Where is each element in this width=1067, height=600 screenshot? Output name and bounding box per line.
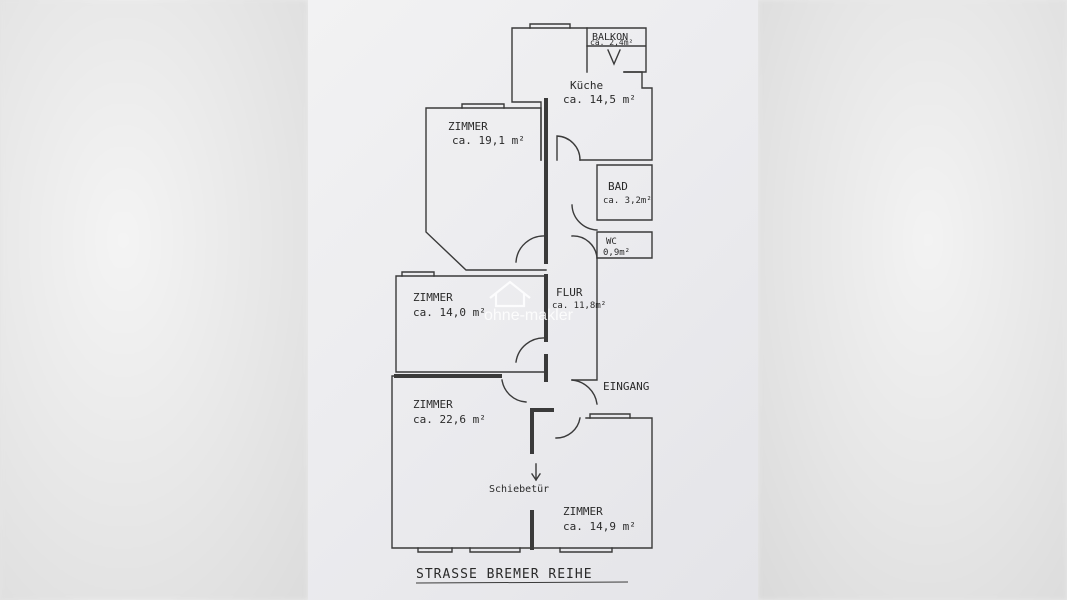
wall-bad [596, 164, 653, 221]
zimmer3-area: ca. 22,6 m² [413, 413, 486, 426]
eingang-label: EINGANG [603, 380, 649, 393]
door-arc-bad [571, 204, 598, 231]
paper-sheet [308, 0, 758, 600]
window-kitchen [529, 23, 571, 29]
wall-balcony [586, 27, 647, 73]
door-arc-zimmer14 [515, 337, 547, 363]
kueche-area: ca. 14,5 m² [563, 93, 636, 106]
flur-area: ca. 11,8m² [552, 301, 606, 311]
door-arc-zimmer19 [515, 235, 547, 263]
zimmer1-title: ZIMMER [448, 120, 488, 133]
watermark: ohne-makler [484, 280, 574, 324]
wall-zimmer-15 [531, 417, 653, 549]
balkon-area: ca. 2,4m² [590, 38, 633, 47]
sliding-door-arrow [531, 463, 541, 482]
zimmer4-title: ZIMMER [563, 505, 603, 518]
bad-area: ca. 3,2m² [603, 196, 652, 206]
window-zimmer-19 [461, 103, 505, 109]
zimmer3-title: ZIMMER [413, 398, 453, 411]
window-zimmer-15 [589, 413, 631, 419]
schiebetuer-label: Schiebetür [489, 484, 549, 495]
door-arc-eingang [571, 379, 598, 405]
balcony-door [607, 49, 621, 66]
watermark-text: ohne-makler [484, 307, 574, 324]
door-arc-kitchen [556, 135, 581, 161]
blurred-background-right [758, 0, 1067, 600]
window-bottom [417, 547, 613, 553]
bad-title: BAD [608, 180, 628, 193]
wall-zimmer-19 [425, 107, 547, 271]
street-underline [415, 581, 629, 584]
door-arc-wc [571, 235, 598, 259]
house-icon [489, 280, 531, 308]
zimmer2-title: ZIMMER [413, 291, 453, 304]
zimmer1-area: ca. 19,1 m² [452, 134, 525, 147]
zimmer4-area: ca. 14,9 m² [563, 520, 636, 533]
door-arc-zimmer22 [501, 379, 527, 403]
wall-wc [596, 231, 653, 259]
window-zimmer-14 [401, 271, 435, 277]
street-label: STRASSE BREMER REIHE [416, 567, 593, 582]
zimmer2-area: ca. 14,0 m² [413, 306, 486, 319]
door-arc-zimmer15 [555, 417, 581, 439]
wall-flur-right [571, 257, 598, 381]
blurred-background-left [0, 0, 308, 600]
wc-area: 0,9m² [603, 248, 630, 258]
wall-zimmer-14 [395, 275, 547, 373]
kueche-title: Küche [570, 79, 603, 92]
balkon-title: BALKON [592, 32, 628, 43]
wc-title: WC [606, 237, 617, 247]
flur-title: FLUR [556, 286, 583, 299]
